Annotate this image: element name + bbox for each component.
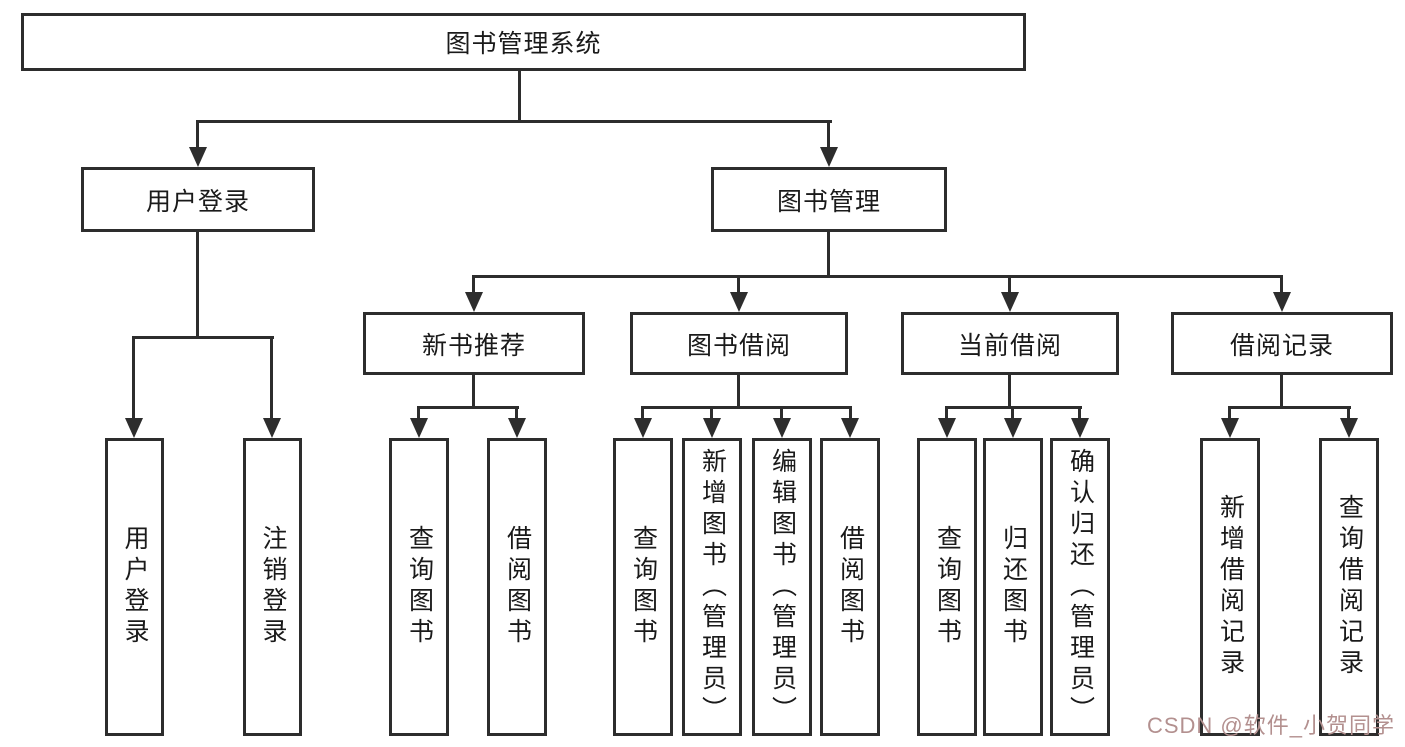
leaf-bb-add-books-admin: 新增图书（管理员） [682,438,742,736]
leaf-bb-add-books-admin-label: 新增图书（管理员） [698,447,727,727]
arrowhead-down-icon [1001,292,1019,312]
connector-newbook-stem [472,375,475,409]
arrowhead-down-icon [1004,418,1022,438]
arrowhead-down-icon [841,418,859,438]
leaf-nb-query-books-label: 查询图书 [405,525,434,649]
leaf-br-add-record-label: 新增借阅记录 [1216,494,1245,680]
connector-bookmgmt-arm-4 [1280,275,1283,295]
arrowhead-down-icon [465,292,483,312]
arrowhead-down-icon [263,418,281,438]
connector-root-arm-left [196,120,199,150]
arrowhead-down-icon [1273,292,1291,312]
connector-newbook-arm-2 [515,406,518,420]
arrowhead-down-icon [634,418,652,438]
connector-currentborrow-arm-3 [1078,406,1081,420]
leaf-nb-borrow-books-label: 借阅图书 [503,525,532,649]
node-root: 图书管理系统 [21,13,1026,71]
leaf-bb-borrow-books-label: 借阅图书 [836,525,865,649]
connector-newbook-arm-1 [417,406,420,420]
arrowhead-down-icon [1221,418,1239,438]
connector-userlogin-split [132,336,274,339]
connector-currentborrow-stem [1008,375,1011,409]
leaf-br-add-record: 新增借阅记录 [1200,438,1260,736]
arrowhead-down-icon [1340,418,1358,438]
connector-bookborrow-arm-3 [780,406,783,420]
leaf-br-query-record: 查询借阅记录 [1319,438,1379,736]
connector-bookborrow-arm-1 [641,406,644,420]
node-current-borrow: 当前借阅 [901,312,1119,375]
arrowhead-down-icon [1071,418,1089,438]
leaf-bb-query-books-label: 查询图书 [629,525,658,649]
node-current-borrow-label: 当前借阅 [957,331,1062,360]
arrowhead-down-icon [773,418,791,438]
node-user-login-label: 用户登录 [145,187,250,216]
connector-records-arm-2 [1347,406,1350,420]
connector-bookborrow-split [641,406,852,409]
arrowhead-down-icon [189,147,207,167]
connector-root-arm-right [827,120,830,150]
arrowhead-down-icon [938,418,956,438]
connector-newbook-split [417,406,519,409]
leaf-bb-query-books: 查询图书 [613,438,673,736]
arrowhead-down-icon [730,292,748,312]
leaf-nb-borrow-books: 借阅图书 [487,438,547,736]
connector-bookmgmt-arm-1 [472,275,475,295]
leaf-bb-edit-books-admin-label: 编辑图书（管理员） [768,447,797,727]
connector-currentborrow-arm-1 [945,406,948,420]
leaf-cb-query-books-label: 查询图书 [933,525,962,649]
node-new-book-recommend-label: 新书推荐 [421,331,526,360]
leaf-cb-confirm-return-admin-label: 确认归还（管理员） [1066,447,1095,727]
leaf-cb-query-books: 查询图书 [917,438,977,736]
node-book-borrow-label: 图书借阅 [686,331,791,360]
node-borrow-records-label: 借阅记录 [1229,331,1334,360]
connector-root-stem [518,71,521,123]
leaf-user-login: 用户登录 [105,438,164,736]
node-book-management: 图书管理 [711,167,947,232]
arrowhead-down-icon [410,418,428,438]
connector-root-split [196,120,832,123]
leaf-cb-return-books: 归还图书 [983,438,1043,736]
arrowhead-down-icon [820,147,838,167]
leaf-br-query-record-label: 查询借阅记录 [1335,494,1364,680]
connector-bookmgmt-arm-3 [1008,275,1011,295]
leaf-cb-return-books-label: 归还图书 [999,525,1028,649]
arrowhead-down-icon [508,418,526,438]
leaf-user-login-label: 用户登录 [121,525,149,649]
connector-bookmgmt-stem [827,232,830,278]
connector-records-stem [1280,375,1283,409]
connector-userlogin-arm-left [132,336,135,422]
leaf-bb-edit-books-admin: 编辑图书（管理员） [752,438,812,736]
connector-records-arm-1 [1228,406,1231,420]
leaf-nb-query-books: 查询图书 [389,438,449,736]
arrowhead-down-icon [125,418,143,438]
node-book-borrow: 图书借阅 [630,312,848,375]
node-root-label: 图书管理系统 [445,30,602,58]
connector-bookmgmt-arm-2 [737,275,740,295]
arrowhead-down-icon [703,418,721,438]
node-user-login: 用户登录 [81,167,315,232]
csdn-watermark: CSDN @软件_小贺同学 [1146,713,1395,738]
leaf-logout-label: 注销登录 [259,525,287,649]
leaf-bb-borrow-books: 借阅图书 [820,438,880,736]
node-borrow-records: 借阅记录 [1171,312,1393,375]
connector-bookborrow-arm-2 [710,406,713,420]
connector-bookmgmt-split [472,275,1283,278]
node-new-book-recommend: 新书推荐 [363,312,585,375]
leaf-logout: 注销登录 [243,438,302,736]
connector-records-split [1228,406,1351,409]
connector-bookborrow-stem [737,375,740,409]
connector-userlogin-stem [196,232,199,339]
connector-bookborrow-arm-4 [849,406,852,420]
node-book-management-label: 图书管理 [776,187,881,216]
connector-currentborrow-arm-2 [1011,406,1014,420]
leaf-cb-confirm-return-admin: 确认归还（管理员） [1050,438,1110,736]
connector-userlogin-arm-right [270,336,273,422]
